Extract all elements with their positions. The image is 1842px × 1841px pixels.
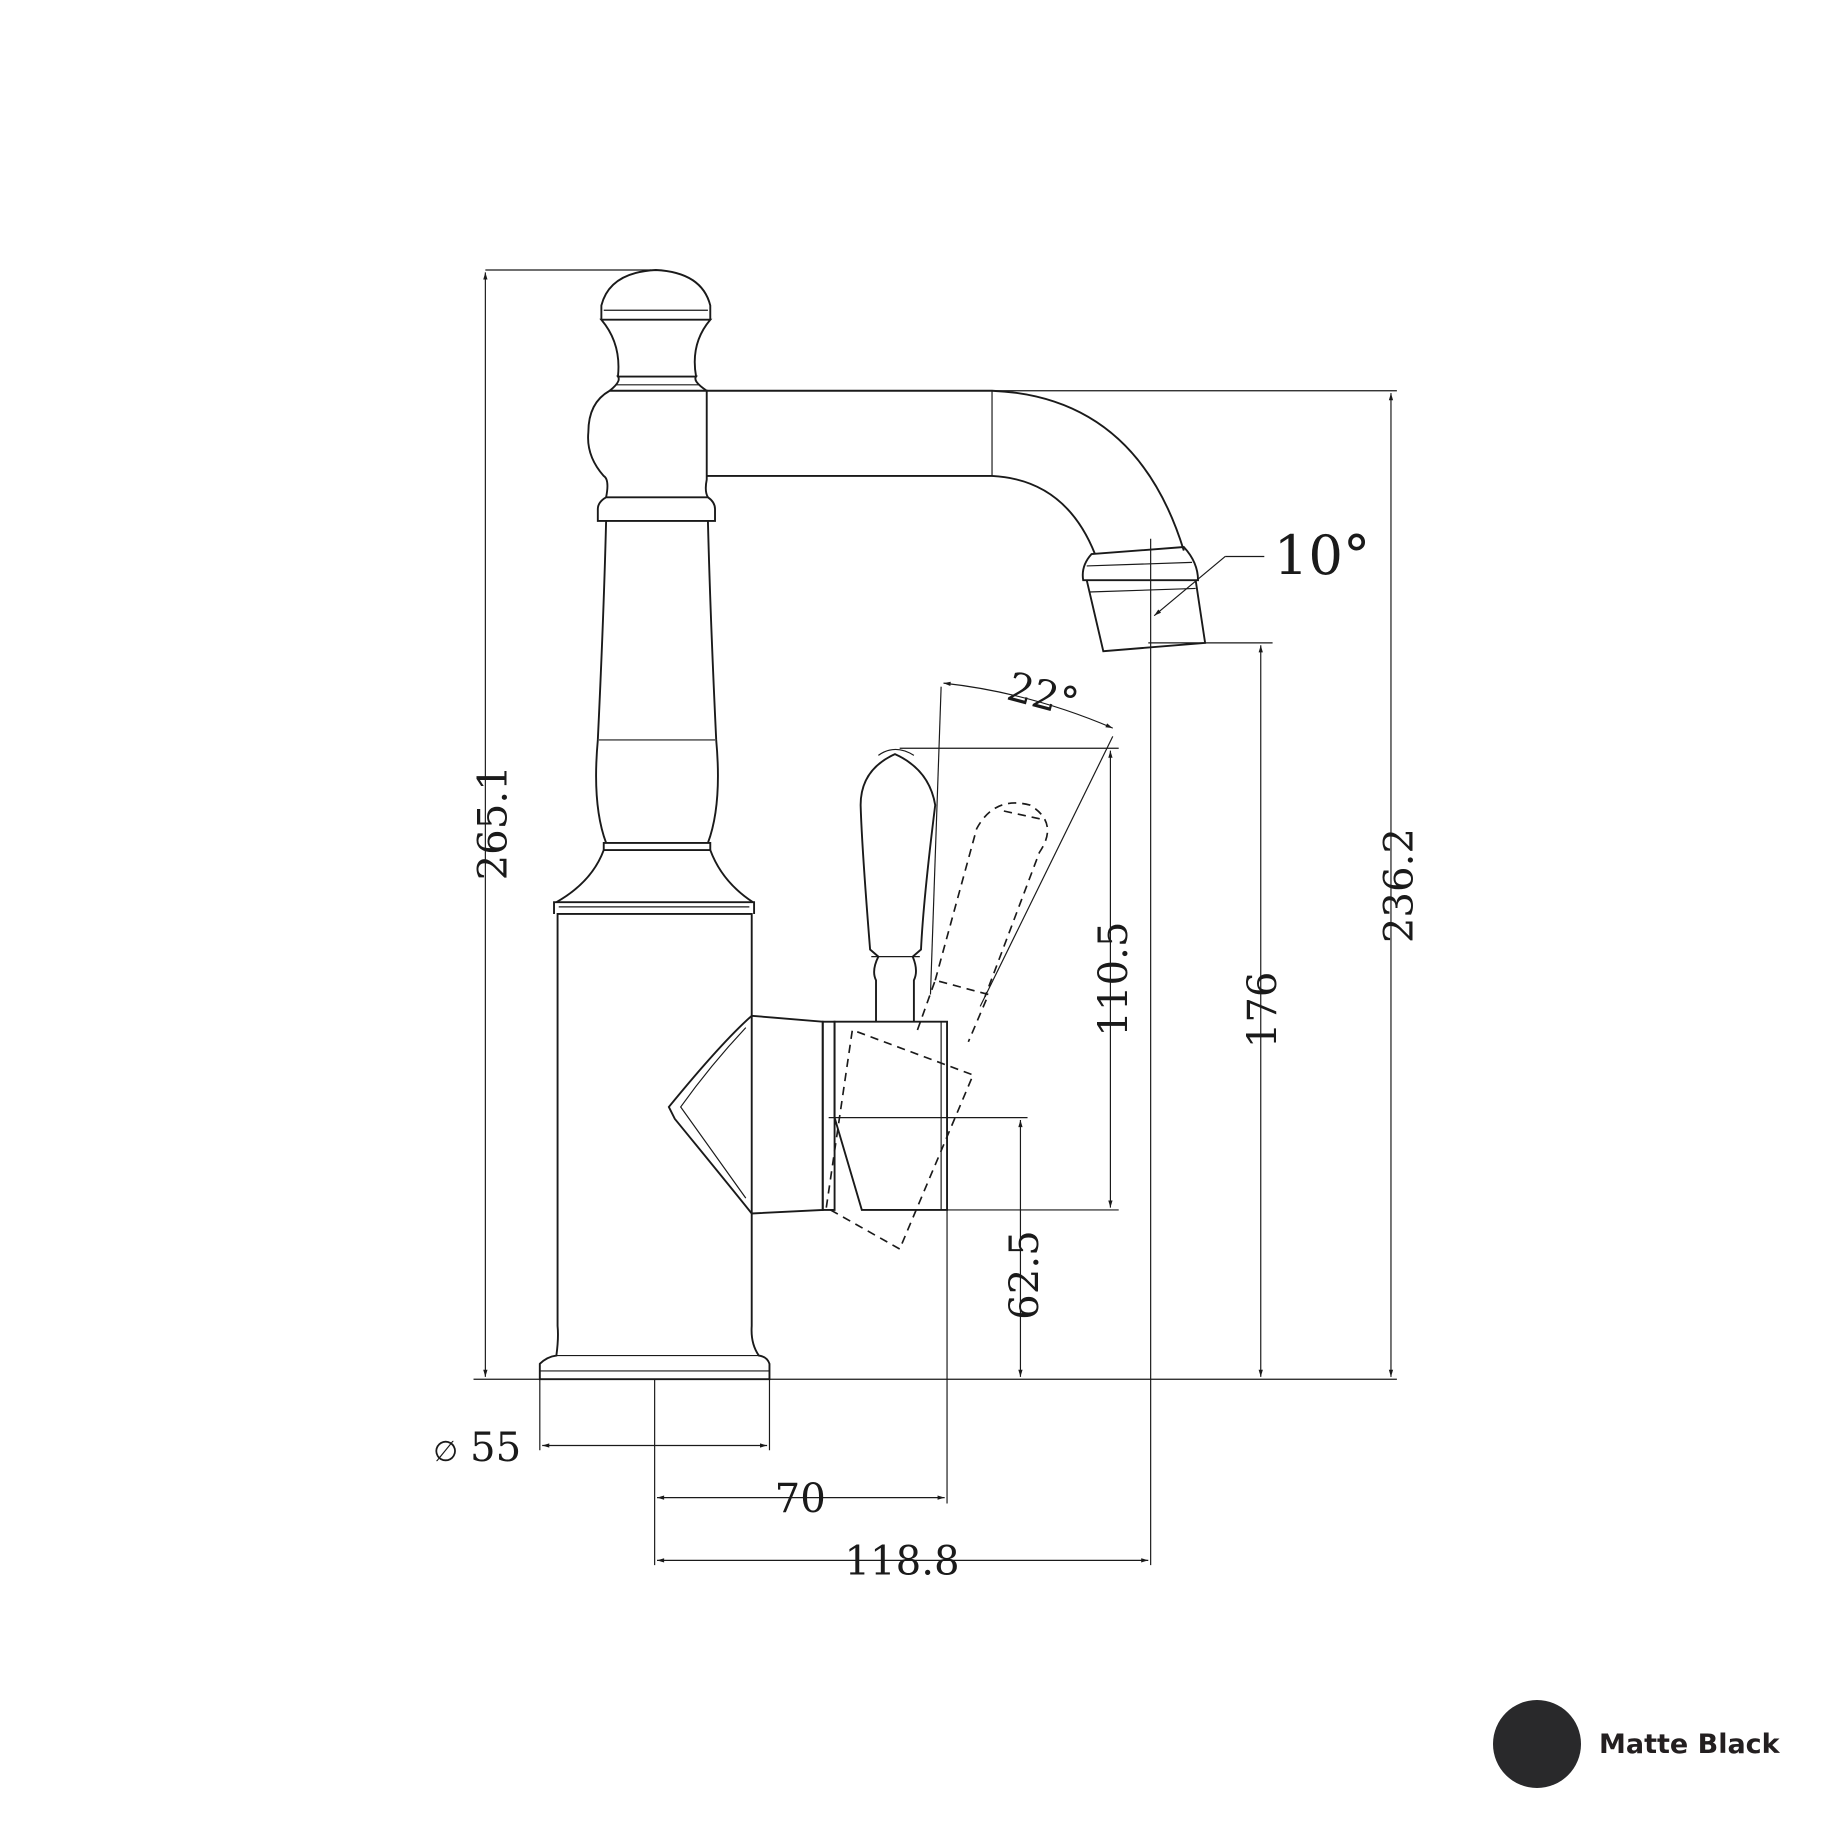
diameter-symbol: ∅ bbox=[433, 1435, 458, 1468]
faucet-body bbox=[538, 269, 771, 1381]
finish-label: Matte Black bbox=[1599, 1728, 1780, 1760]
dim-outlet-height: 176 bbox=[1240, 971, 1286, 1048]
dim-lever-angle: 22° bbox=[1002, 664, 1083, 727]
dim-spout-reach: 118.8 bbox=[844, 1539, 959, 1585]
finish-swatch bbox=[1493, 1700, 1581, 1788]
handle-hub bbox=[667, 748, 948, 1215]
dim-handle-axis-height: 62.5 bbox=[1002, 1230, 1048, 1320]
dim-overall-height: 265.1 bbox=[471, 765, 517, 880]
dim-outlet-angle: 10° bbox=[1274, 523, 1371, 587]
dimension-lines bbox=[473, 269, 1397, 1566]
finish-legend: Matte Black bbox=[1493, 1700, 1780, 1788]
dim-lever-height: 110.5 bbox=[1091, 922, 1137, 1037]
lever-rotated-dashed bbox=[825, 686, 1114, 1251]
spout bbox=[706, 389, 1207, 653]
dim-base-diameter: 55 bbox=[470, 1425, 521, 1471]
dim-spout-top-height: 236.2 bbox=[1376, 828, 1422, 943]
dim-handle-reach: 70 bbox=[775, 1476, 826, 1522]
